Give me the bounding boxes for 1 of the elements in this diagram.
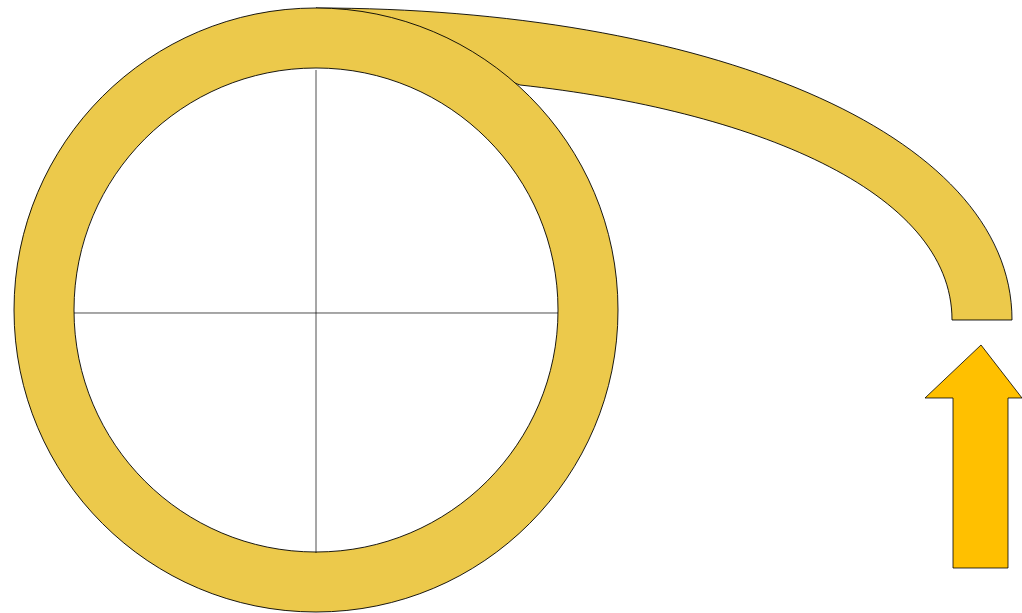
- tape-roll-drawing: [13, 7, 1013, 613]
